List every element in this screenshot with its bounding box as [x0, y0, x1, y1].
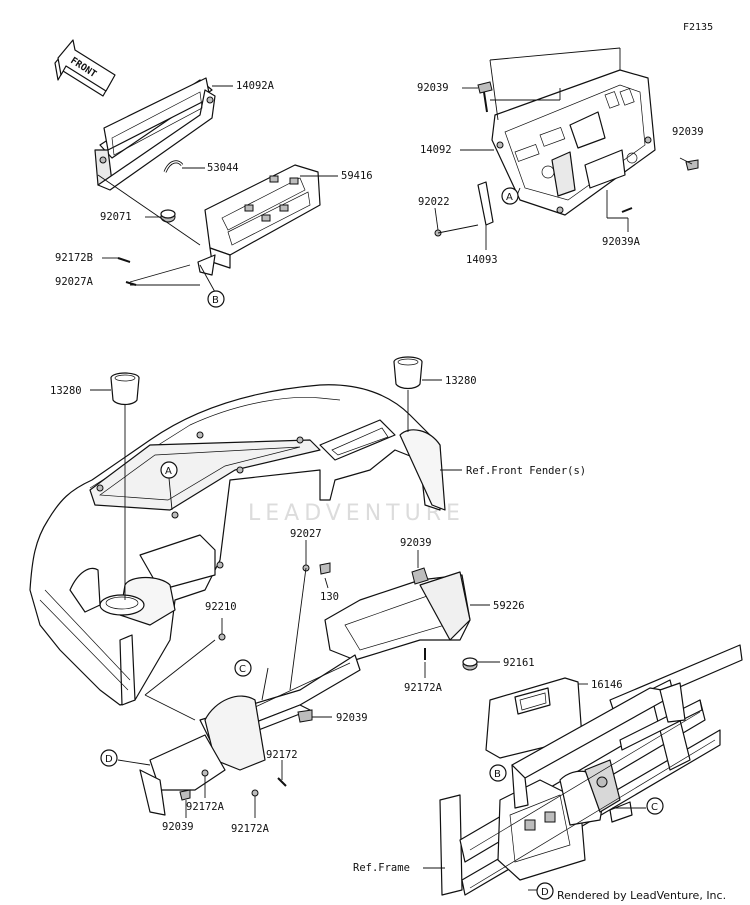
- svg-text:C: C: [239, 664, 246, 675]
- dashboard-main-cover: [29, 384, 446, 706]
- callout-16146: 16146: [591, 679, 623, 691]
- callout-13280-right: 13280: [445, 375, 477, 387]
- hose-53044: [163, 160, 184, 173]
- marker-d-left: D: [100, 749, 118, 767]
- svg-text:A: A: [506, 192, 513, 203]
- callout-59416: 59416: [341, 170, 373, 182]
- meter-unit-59416: [197, 164, 321, 276]
- callout-14092: 14092: [420, 144, 452, 156]
- marker-b-top: B: [207, 290, 225, 308]
- callout-92172A-mid: 92172A: [404, 682, 443, 694]
- callout-92027A: 92027A: [55, 276, 94, 288]
- callout-92039A: 92039A: [602, 236, 641, 248]
- frame-tube-front: [511, 682, 686, 809]
- svg-text:D: D: [105, 754, 113, 765]
- grommet-92161: [462, 657, 478, 671]
- callout-59226: 59226: [493, 600, 525, 612]
- frame-structure: [439, 644, 743, 896]
- dash-panel-14092: [491, 69, 656, 216]
- svg-text:B: B: [212, 295, 219, 306]
- cup-holder-13280-right: [393, 356, 423, 390]
- glove-box-59226: [324, 571, 471, 661]
- bolt-92039-top: [477, 81, 493, 113]
- callout-92022: 92022: [418, 196, 450, 208]
- callout-13280-left: 13280: [50, 385, 82, 397]
- bolt-92039-bottom: [179, 789, 191, 801]
- callout-92039-mid: 92039: [400, 537, 432, 549]
- callout-92027: 92027: [290, 528, 322, 540]
- marker-c-frame: C: [646, 797, 664, 815]
- credit-text: Rendered by LeadVenture, Inc.: [557, 889, 726, 902]
- callout-92161: 92161: [503, 657, 535, 669]
- marker-a-dash: A: [160, 461, 178, 479]
- marker-c-mid: C: [234, 659, 252, 677]
- callout-92071: 92071: [100, 211, 132, 223]
- callout-130: 130: [320, 591, 339, 603]
- callout-92172A-low1: 92172A: [186, 801, 225, 813]
- screw-92172: [277, 777, 287, 787]
- glove-lid-16146: [485, 677, 583, 759]
- callout-53044: 53044: [207, 162, 239, 174]
- figure-code: F2135: [683, 22, 713, 33]
- ref-front-fender: Ref.Front Fender(s): [466, 465, 586, 477]
- callout-92039-top: 92039: [417, 82, 449, 94]
- clip-92172A-low2: [251, 789, 259, 797]
- screw-92172B: [117, 257, 131, 263]
- bolt-92039-mid: [411, 567, 429, 585]
- meter-bracket-14092A: [94, 77, 216, 191]
- svg-text:D: D: [541, 887, 549, 898]
- callout-92172: 92172: [266, 749, 298, 761]
- front-arrow-icon: FRONT: [54, 39, 116, 97]
- callout-92172B: 92172B: [55, 252, 93, 264]
- callout-92210: 92210: [205, 601, 237, 613]
- svg-text:B: B: [494, 769, 501, 780]
- ref-frame: Ref.Frame: [353, 862, 410, 874]
- callout-92039-right: 92039: [672, 126, 704, 138]
- bolt-130: [319, 562, 331, 575]
- callout-92172A-low2: 92172A: [231, 823, 270, 835]
- marker-b-frame: B: [489, 764, 507, 782]
- lower-left-panel: [139, 695, 266, 816]
- clip-92039A: [621, 207, 633, 213]
- plate-14093: [477, 181, 494, 226]
- clip-92172A-low1: [201, 769, 209, 777]
- callout-92039-low: 92039: [336, 712, 368, 724]
- svg-text:A: A: [165, 466, 172, 477]
- callout-92039-bottom: 92039: [162, 821, 194, 833]
- bolt-92039-low: [297, 709, 313, 723]
- clip-92027A: [125, 281, 137, 286]
- callout-14092A: 14092A: [236, 80, 275, 92]
- svg-text:C: C: [651, 802, 658, 813]
- clip-92210: [218, 633, 226, 641]
- marker-a-top: A: [501, 187, 519, 205]
- callout-14093: 14093: [466, 254, 498, 266]
- marker-d-frame: D: [536, 882, 554, 900]
- cup-holder-13280-left: [110, 372, 140, 406]
